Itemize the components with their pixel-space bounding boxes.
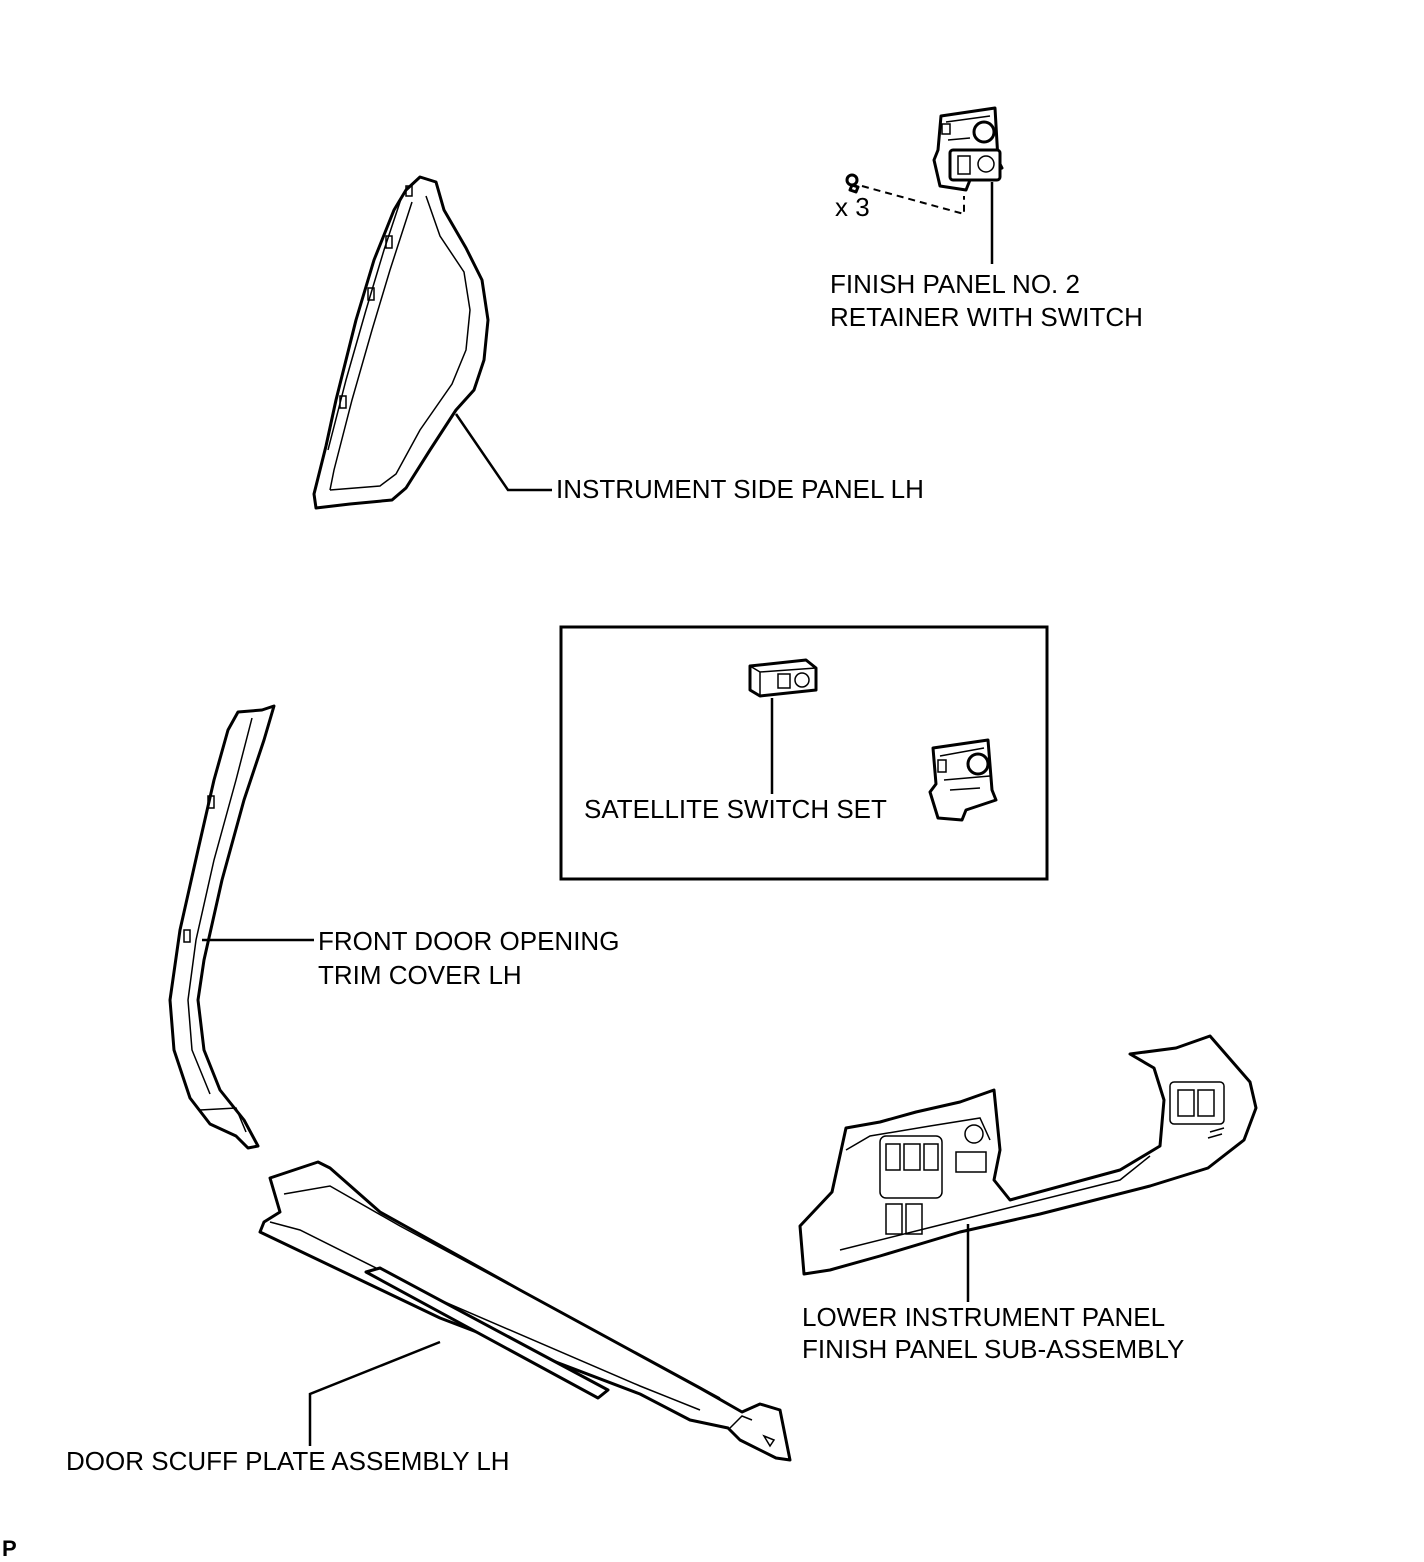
instrument-side-panel-illustration <box>312 175 490 510</box>
front-door-trim-label-line2: TRIM COVER LH <box>318 960 522 990</box>
door-scuff-plate-illustration <box>258 1160 792 1462</box>
screw-dashed-line <box>861 185 965 216</box>
satellite-retainer-illustration <box>928 738 998 822</box>
satellite-switch-set-label: SATELLITE SWITCH SET <box>584 794 887 824</box>
finish-panel-label-line1: FINISH PANEL NO. 2 <box>830 269 1080 299</box>
lower-instrument-panel-label-line2: FINISH PANEL SUB-ASSEMBLY <box>802 1334 1184 1364</box>
satellite-switch-set-box <box>559 625 1049 881</box>
instrument-side-panel-leader <box>454 413 552 492</box>
door-scuff-plate-leader <box>308 1340 441 1446</box>
door-scuff-plate-label: DOOR SCUFF PLATE ASSEMBLY LH <box>66 1446 510 1476</box>
satellite-switch-illustration <box>748 658 818 698</box>
front-door-trim-label-line1: FRONT DOOR OPENING <box>318 926 619 956</box>
instrument-side-panel-label: INSTRUMENT SIDE PANEL LH <box>556 474 924 504</box>
finish-panel-retainer-illustration <box>932 106 1004 192</box>
lower-instrument-panel-illustration <box>798 1034 1258 1276</box>
front-door-trim-cover-illustration <box>168 704 276 1150</box>
lower-instrument-panel-label-line1: LOWER INSTRUMENT PANEL <box>802 1302 1165 1332</box>
screw-illustration <box>845 173 860 194</box>
finish-panel-label-line2: RETAINER WITH SWITCH <box>830 302 1143 332</box>
illustration-code: P <box>2 1536 17 1561</box>
screw-count: x 3 <box>835 192 870 222</box>
